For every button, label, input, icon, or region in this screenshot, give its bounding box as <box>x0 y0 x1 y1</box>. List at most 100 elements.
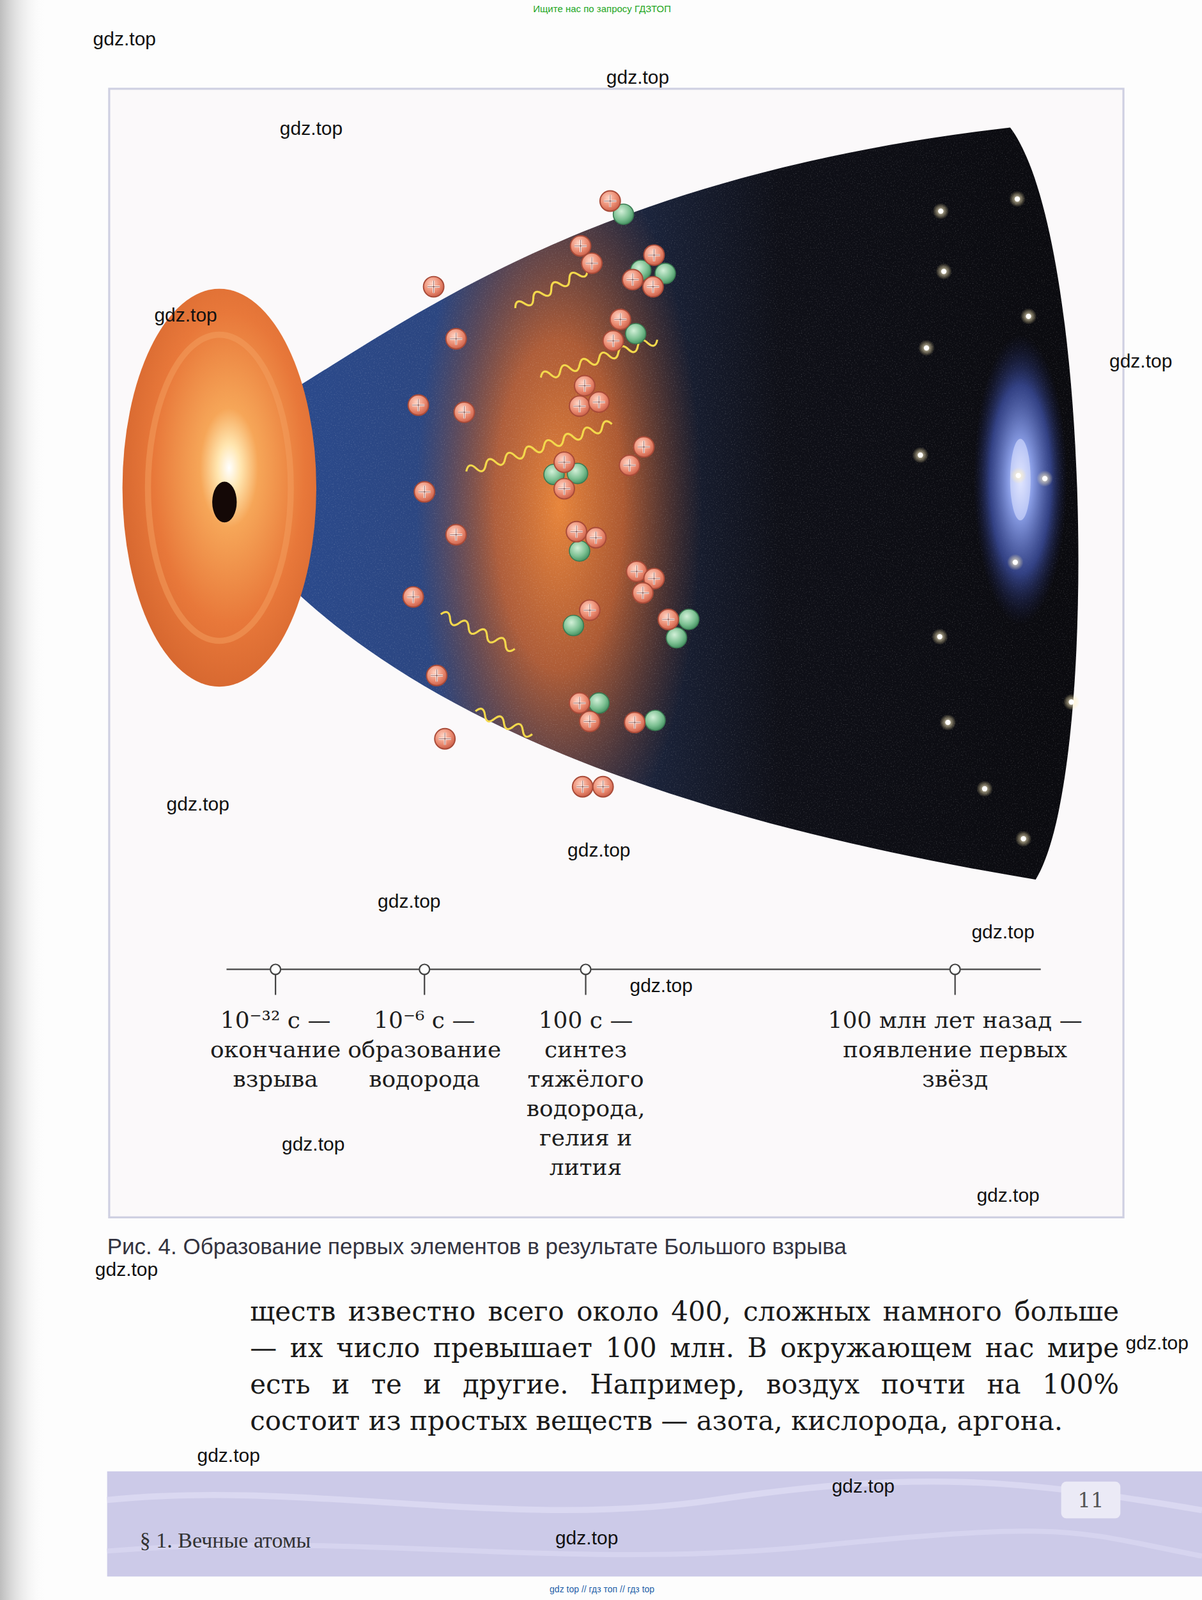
particles-part <box>562 615 584 636</box>
watermark: gdz.top <box>832 1474 895 1498</box>
stars-part <box>918 339 935 357</box>
photon-waves <box>439 260 659 739</box>
universe-cone-part-part <box>285 112 1123 898</box>
particles-part <box>644 709 666 731</box>
particles-part <box>423 276 445 298</box>
particles-part <box>446 328 467 349</box>
stars-part <box>940 713 957 731</box>
timeline-label: 10⁻⁶ с — образование водорода <box>344 1005 505 1094</box>
page-shadow <box>0 0 47 1600</box>
watermark: gdz.top <box>377 889 441 913</box>
timeline-part <box>419 964 430 975</box>
watermark: gdz.top <box>1109 349 1172 373</box>
particles-part <box>566 521 587 542</box>
particles-part <box>585 527 607 548</box>
particles-part <box>579 600 601 621</box>
photon-waves-part <box>439 609 517 653</box>
particles-part <box>554 451 575 473</box>
photon-waves-part <box>473 706 534 739</box>
particles <box>403 191 700 797</box>
stars-part <box>1015 830 1033 847</box>
stars-part <box>1063 693 1080 710</box>
big-bang-disk-part <box>122 288 317 687</box>
stars-part <box>932 203 949 220</box>
particles-part <box>414 481 435 502</box>
watermark: gdz.top <box>166 792 230 816</box>
particles-part <box>426 665 447 686</box>
particles-part <box>574 375 595 396</box>
watermark: gdz.top <box>555 1525 618 1549</box>
figure-frame <box>109 88 1124 1218</box>
watermark: gdz.top <box>567 838 631 862</box>
big-bang-disk-part <box>212 481 237 523</box>
particles-part <box>454 401 475 423</box>
watermark: gdz.top <box>281 1132 345 1156</box>
timeline-part <box>270 964 281 975</box>
watermark: gdz.top <box>95 1257 158 1281</box>
big-bang-disk <box>122 288 317 687</box>
page-number: 11 <box>1078 1487 1105 1512</box>
body-text: ществ известно всего около 400, сложных … <box>249 1292 1119 1439</box>
timeline-label: 100 млн лет назад — появление первых звё… <box>821 1005 1090 1094</box>
particles-part <box>581 253 602 274</box>
watermark: gdz.top <box>1125 1331 1189 1355</box>
footer-band-part <box>107 1481 1202 1511</box>
particles-part <box>658 608 679 630</box>
particles-part <box>642 276 664 298</box>
big-bang-disk-part <box>148 334 292 641</box>
timeline-part <box>226 968 1041 970</box>
footer-band-part <box>107 1471 1202 1576</box>
particles-part <box>666 627 687 648</box>
figure-caption: Рис. 4. Образование первых элементов в р… <box>107 1232 847 1260</box>
stars-part <box>912 446 930 464</box>
stars-part <box>1020 308 1038 325</box>
timeline-part <box>950 964 961 975</box>
timeline-part <box>580 964 592 975</box>
particles-part <box>633 436 655 457</box>
stars-part <box>976 780 994 797</box>
site-note: Ищите нас по запросу ГДЗТОП <box>532 3 671 15</box>
universe-cone-part-part <box>973 334 1068 625</box>
watermark: gdz.top <box>93 27 156 51</box>
particles-part <box>569 395 590 417</box>
stars-part <box>935 263 953 280</box>
stars-part <box>1009 191 1026 208</box>
particles-part <box>600 191 621 212</box>
watermark: gdz.top <box>629 973 693 997</box>
photon-waves-part <box>465 419 614 477</box>
stars-part <box>931 628 949 645</box>
watermark: gdz.top <box>154 303 217 327</box>
particles-part <box>678 608 700 630</box>
universe-cone <box>285 112 1123 898</box>
particles-part <box>569 692 590 714</box>
particles-part <box>632 582 654 603</box>
watermark: gdz.top <box>971 920 1034 944</box>
stars-part <box>1010 467 1027 484</box>
watermark: gdz.top <box>976 1183 1040 1207</box>
particles-part <box>625 323 647 344</box>
particles-part <box>588 391 609 413</box>
particles-part <box>446 523 467 545</box>
particles-part <box>622 269 643 290</box>
timeline-label: 10⁻³² с — окончание взрыва <box>195 1005 356 1094</box>
particles-part <box>579 711 601 732</box>
section-title: § 1. Вечные атомы <box>139 1526 311 1553</box>
particles-part <box>408 394 429 416</box>
particles-part <box>610 309 631 330</box>
stars <box>912 191 1080 847</box>
particles-part <box>569 540 590 562</box>
particles-part <box>434 728 455 749</box>
watermark: gdz.top <box>279 116 343 140</box>
particles-part <box>570 235 592 257</box>
particles-part <box>593 776 614 797</box>
particles-part <box>619 454 640 476</box>
particles-part <box>603 330 624 351</box>
stars-part <box>1007 554 1024 571</box>
footer-band <box>107 1471 1202 1576</box>
stars-part <box>1036 470 1054 487</box>
watermark: gdz.top <box>196 1443 260 1467</box>
particles-part <box>644 244 665 266</box>
particles-part <box>403 586 424 608</box>
particles-part <box>572 776 594 797</box>
